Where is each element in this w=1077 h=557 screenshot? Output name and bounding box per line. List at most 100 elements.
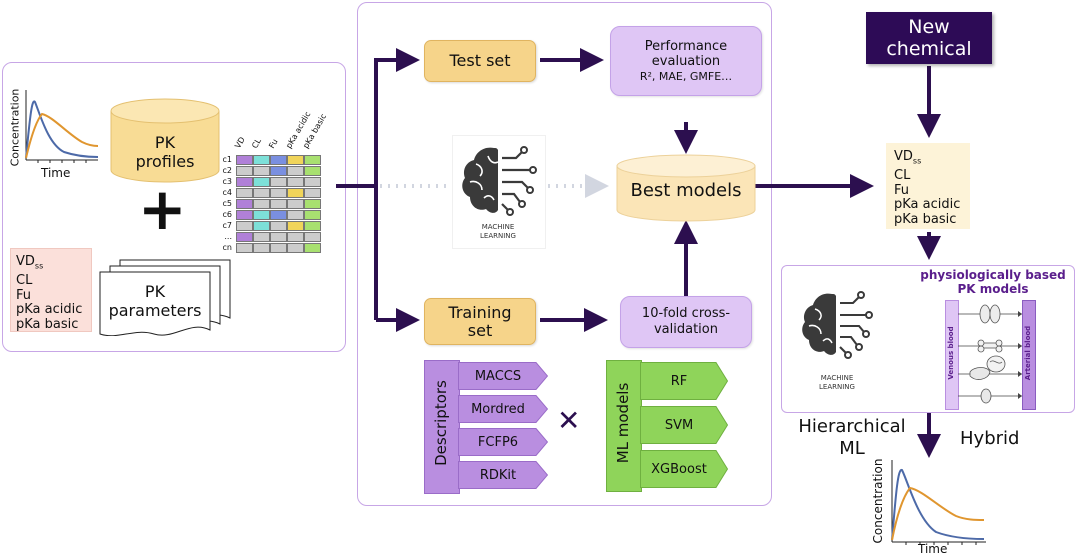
venous-blood-bar <box>945 300 959 410</box>
table-row-label: c5 <box>222 199 233 208</box>
table-cell <box>236 188 253 198</box>
kidney-icon <box>980 388 992 404</box>
table-cell <box>236 166 253 176</box>
pk-profiles-database-icon <box>110 98 220 183</box>
table-cell <box>270 199 287 209</box>
liver-icon <box>969 367 991 380</box>
pk-parameters-label: PK parameters <box>108 282 202 320</box>
curve-x-label: Time <box>41 166 71 180</box>
hierarchical-ml-label: Hierarchical ML <box>798 416 906 459</box>
table-cell <box>304 177 321 187</box>
table-cell <box>287 177 304 187</box>
brain-circuit-icon-right <box>802 291 873 359</box>
table-row-label: c6 <box>222 210 233 219</box>
output-curve-x-label: Time <box>918 542 948 556</box>
pk-parameter-list-items: VDss CL Fu pKa acidic pKa basic <box>16 254 83 332</box>
descriptor-label: RDKit <box>479 467 517 483</box>
table-cell <box>270 177 287 187</box>
brain-circuit-icon <box>462 146 537 216</box>
lungs-icon <box>979 304 1001 324</box>
table-cell <box>287 232 304 242</box>
table-row-label: ... <box>224 232 232 241</box>
new-chemical-box: New chemical <box>866 12 992 64</box>
table-cell <box>253 199 270 209</box>
table-cell <box>253 166 270 176</box>
table-cell <box>270 221 287 231</box>
ml-model-label: RF <box>670 373 688 389</box>
table-cell <box>270 210 287 220</box>
table-column-header: VD <box>233 135 247 150</box>
best-models-database-icon <box>616 154 756 222</box>
pk-parameters-document-icon <box>99 259 231 336</box>
plus-sign: + <box>138 175 187 243</box>
table-cell <box>304 210 321 220</box>
table-cell <box>270 166 287 176</box>
pk-parameter-list <box>10 248 92 332</box>
table-cell <box>304 166 321 176</box>
table-cell <box>253 232 270 242</box>
table-cell <box>287 243 304 253</box>
table-cell <box>287 199 304 209</box>
test-set-box: Test set <box>424 40 536 82</box>
ml-model-chevron: RF <box>640 362 728 400</box>
arterial-blood-label: Arterial blood <box>1024 325 1032 381</box>
ml-models-title: ML models <box>614 382 632 464</box>
pbpk-title: physiologically based PK models <box>920 268 1066 296</box>
table-row-label: c2 <box>222 166 233 175</box>
times-sign: ✕ <box>557 404 581 437</box>
machine-learning-label-right: MACHINE LEARNING <box>819 374 855 391</box>
table-cell <box>304 188 321 198</box>
hybrid-label: Hybrid <box>960 428 1020 449</box>
table-cell <box>287 155 304 165</box>
best-models-label: Best models <box>630 180 742 201</box>
ml-model-label: XGBoost <box>651 461 707 477</box>
descriptor-label: Mordred <box>471 401 525 417</box>
ml-model-chevron: SVM <box>640 406 728 444</box>
predicted-parameters-box <box>886 143 970 229</box>
table-cell <box>304 243 321 253</box>
table-cell <box>236 221 253 231</box>
descriptor-chevron: RDKit <box>458 461 548 489</box>
table-column-header: Fu <box>267 137 280 150</box>
table-cell <box>287 188 304 198</box>
table-cell <box>236 232 253 242</box>
pk-profiles-label: PK profiles <box>135 133 195 171</box>
table-cell <box>304 221 321 231</box>
table-row-label: c3 <box>222 177 233 186</box>
pbpk-organs-icon <box>958 304 1022 404</box>
performance-evaluation-box: Performance evaluation R², MAE, GMFE… <box>610 26 762 96</box>
ml-model-chevron: XGBoost <box>640 450 728 488</box>
descriptor-chevron: FCFP6 <box>458 428 548 456</box>
table-cell <box>236 177 253 187</box>
descriptor-chevron: Mordred <box>458 395 548 423</box>
descriptor-label: FCFP6 <box>477 434 519 450</box>
venous-blood-label: Venous blood <box>947 326 955 380</box>
table-row-label: cn <box>222 243 232 252</box>
descriptor-label: MACCS <box>474 368 522 384</box>
descriptors-bar <box>424 360 460 494</box>
bone-icon <box>977 339 1003 353</box>
table-cell <box>253 221 270 231</box>
descriptor-chevron: MACCS <box>458 362 548 390</box>
cross-validation-box: 10-fold cross- validation <box>620 296 752 348</box>
table-cell <box>253 210 270 220</box>
concentration-time-curve-input <box>25 90 99 163</box>
output-curve-y-label: Concentration <box>871 458 885 544</box>
table-cell <box>304 232 321 242</box>
table-cell <box>270 188 287 198</box>
table-cell <box>253 177 270 187</box>
table-cell <box>287 166 304 176</box>
table-cell <box>236 199 253 209</box>
table-cell <box>236 210 253 220</box>
gut-icon <box>986 355 1006 373</box>
table-row-label: c1 <box>222 155 233 164</box>
table-column-header: CL <box>250 136 264 150</box>
machine-learning-label: MACHINE LEARNING <box>480 223 516 240</box>
table-cell <box>270 243 287 253</box>
table-row-label: c7 <box>222 221 233 230</box>
table-cell <box>287 210 304 220</box>
table-cell <box>253 155 270 165</box>
table-cell <box>236 155 253 165</box>
